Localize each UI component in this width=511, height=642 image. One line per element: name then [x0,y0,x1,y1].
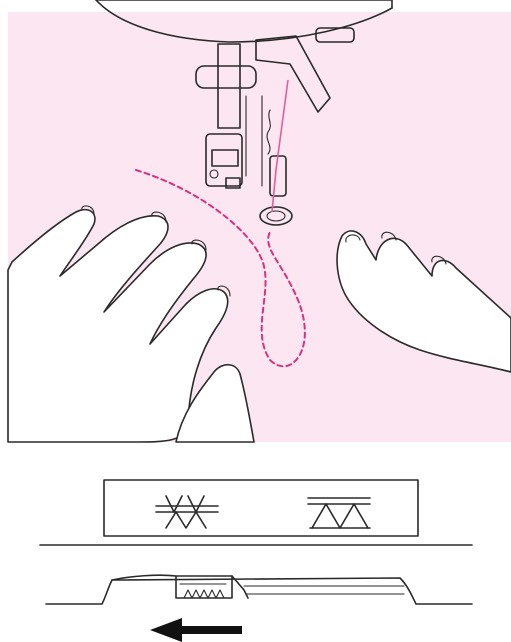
feed-dog-mechanism [46,575,472,604]
direction-arrow-left [150,618,242,642]
feed-dog-panel [40,480,472,642]
feed-dogs-lowered-icon [308,498,370,528]
feed-dog-selector [104,480,418,536]
feed-dogs-raised-icon [156,496,218,528]
sewing-scene [8,0,511,442]
